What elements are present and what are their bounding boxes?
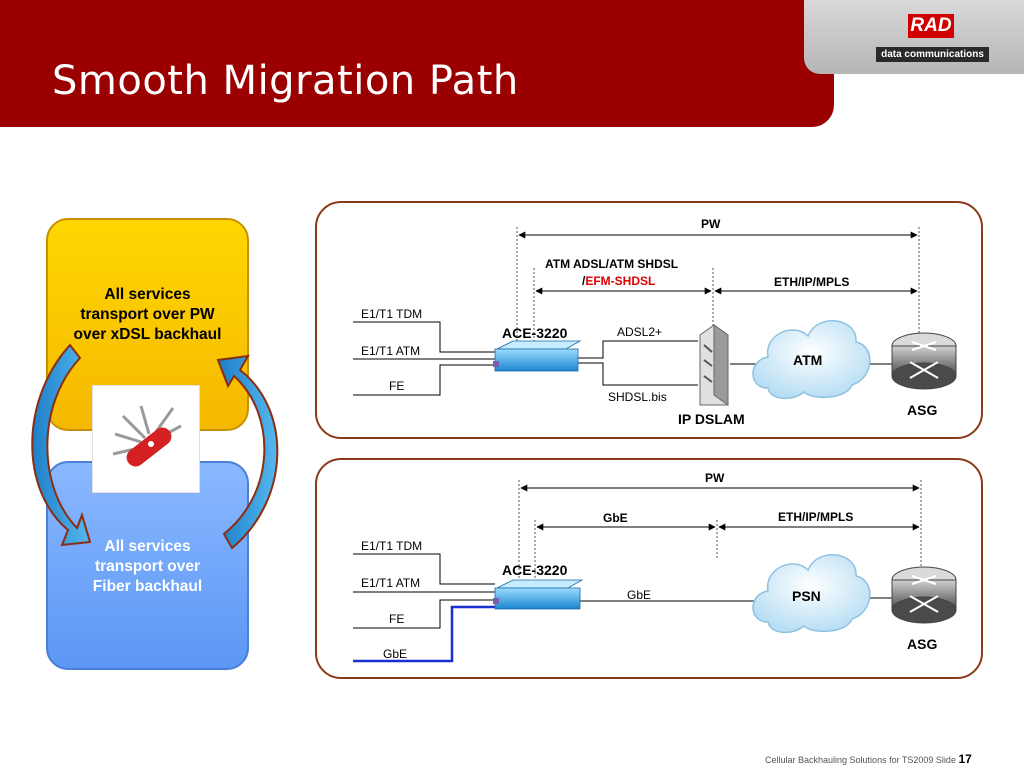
- slide-number: 17: [958, 752, 972, 766]
- bottom-gbe-link-label: GbE: [627, 588, 652, 602]
- top-dslam-device: [699, 324, 729, 406]
- top-efm-label: /EFM-SHDSL: [582, 274, 655, 288]
- bottom-cloud: [752, 554, 871, 634]
- slide-title: Smooth Migration Path: [52, 58, 519, 104]
- top-adsl-label: ADSL2+: [617, 325, 663, 339]
- fiber-backhaul-text: All services transport over Fiber backha…: [92, 538, 203, 595]
- bottom-cloud-label: PSN: [792, 588, 821, 604]
- top-ace-device: [493, 340, 582, 372]
- top-atm-label: ATM ADSL/ATM SHDSL: [545, 257, 679, 271]
- footer-text: Cellular Backhauling Solutions for TS200…: [765, 755, 956, 765]
- top-efm-text: EFM-SHDSL: [585, 274, 656, 288]
- fiber-backhaul-box: All services transport over Fiber backha…: [46, 461, 249, 670]
- bottom-eth-label: ETH/IP/MPLS: [778, 510, 854, 524]
- bottom-ace-device: [493, 579, 584, 610]
- fiber-network-panel: [315, 458, 983, 679]
- bottom-gbe-in-label: GbE: [383, 647, 408, 661]
- swiss-knife-image: [92, 385, 200, 493]
- xdsl-backhaul-text: All services transport over PW over xDSL…: [73, 286, 222, 343]
- top-efm-slash: /: [582, 274, 586, 288]
- top-dashed-guides: [516, 227, 920, 345]
- title-bar: [0, 0, 834, 127]
- rad-logo: RAD: [908, 14, 954, 38]
- bottom-e1-tdm-label: E1/T1 TDM: [361, 539, 423, 553]
- bottom-ace-label: ACE-3220: [502, 562, 568, 578]
- swiss-knife-icon: [112, 405, 182, 467]
- top-dslam-label: IP DSLAM: [678, 411, 745, 427]
- top-router: [891, 332, 957, 390]
- bottom-router-label: ASG: [907, 636, 938, 652]
- bottom-gbe-label: GbE: [603, 511, 628, 525]
- top-ace-label: ACE-3220: [502, 325, 568, 341]
- right-arrow-shape: [216, 354, 279, 550]
- bottom-e1-atm-label: E1/T1 ATM: [361, 576, 421, 590]
- top-eth-label: ETH/IP/MPLS: [774, 275, 850, 289]
- top-fe-label: FE: [389, 379, 405, 393]
- top-pw-label: PW: [701, 217, 721, 231]
- top-cloud-label: ATM: [793, 352, 823, 368]
- footer: Cellular Backhauling Solutions for TS200…: [765, 752, 972, 766]
- bottom-dashed-guides: [518, 480, 922, 580]
- logo-subtitle: data communications: [876, 47, 989, 62]
- top-e1-atm-label: E1/T1 ATM: [361, 344, 421, 358]
- left-arrow-shape: [31, 343, 92, 547]
- bottom-pw-label: PW: [705, 471, 725, 485]
- bottom-gbe-fiber-line: [353, 605, 495, 663]
- top-e1-tdm-label: E1/T1 TDM: [361, 307, 423, 321]
- bottom-fe-label: FE: [389, 612, 405, 626]
- top-cloud: [752, 320, 871, 400]
- top-router-label: ASG: [907, 402, 938, 418]
- bottom-router: [891, 566, 957, 624]
- top-shdsl-label: SHDSL.bis: [608, 390, 667, 404]
- xdsl-network-panel: [315, 201, 983, 439]
